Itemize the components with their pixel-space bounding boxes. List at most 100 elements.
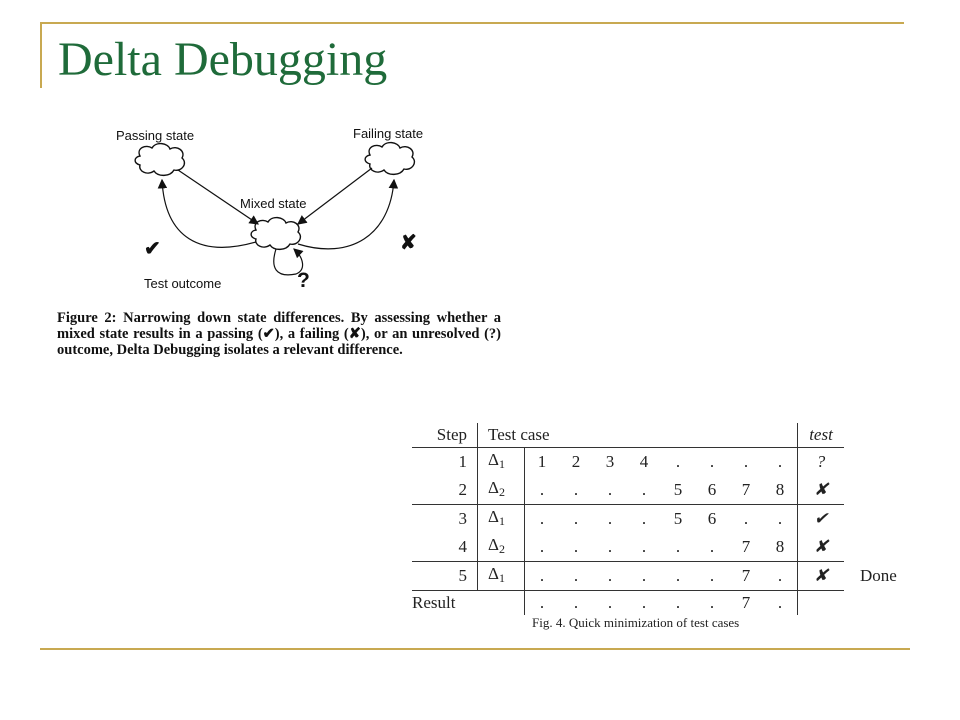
change-cell: .	[777, 509, 783, 528]
done-label	[844, 533, 920, 562]
delta-symbol: Δ	[488, 450, 499, 469]
failing-state-cloud	[364, 141, 416, 176]
result-cell: .	[709, 593, 715, 612]
arrow-mixed-to-passing	[157, 178, 257, 248]
change-cell: .	[743, 452, 749, 471]
result-cell: .	[539, 593, 545, 612]
figure-2-caption: Figure 2: Narrowing down state differenc…	[57, 310, 501, 358]
arrow-failing-to-mixed	[297, 167, 373, 225]
change-cell: .	[627, 533, 661, 562]
result-cell: .	[641, 593, 647, 612]
unresolved-question-icon: ?	[297, 269, 310, 292]
state-diagram: Passing state Failing state Mixed state …	[100, 118, 440, 303]
change-cell: .	[607, 509, 613, 528]
delta-cell: Δ1	[477, 504, 525, 533]
test-outcome-cell: ✔	[797, 504, 844, 533]
result-cell: .	[573, 593, 579, 612]
passing-state-label: Passing state	[116, 128, 195, 143]
change-cell: .	[524, 561, 559, 591]
delta-subscript: 1	[498, 457, 505, 471]
change-cell: .	[559, 561, 593, 591]
passing-state-cloud	[134, 142, 186, 177]
change-cell: .	[573, 509, 579, 528]
change-cell: .	[709, 452, 715, 471]
delta-symbol: Δ	[488, 478, 499, 497]
change-cell: .	[661, 533, 695, 562]
table-header-row: Step Test case test	[412, 423, 920, 448]
change-cell: .	[524, 533, 559, 562]
slide-title: Delta Debugging	[58, 33, 388, 86]
done-label: Done	[860, 566, 897, 585]
bottom-accent-rule	[40, 648, 910, 650]
minimization-table: Step Test case test 1 Δ1 1 2 3 4 . . . .…	[412, 423, 920, 615]
step-number: 1	[412, 447, 478, 476]
change-cell: .	[559, 476, 593, 505]
figure-4-caption: Fig. 4. Quick minimization of test cases	[532, 615, 740, 630]
change-cell: .	[627, 476, 661, 505]
test-outcome-cell: ?	[797, 447, 844, 476]
test-column-header: test	[797, 423, 844, 448]
result-cell: .	[607, 593, 613, 612]
pass-check-icon: ✔	[144, 238, 161, 260]
fail-cross-icon: ✘	[400, 232, 417, 254]
blank-cell	[844, 591, 920, 616]
delta-symbol: Δ	[488, 507, 499, 526]
arrow-mixed-self-loop	[273, 248, 304, 276]
result-row: Result . . . . . . 7 .	[412, 590, 920, 616]
arrow-passing-to-mixed	[177, 169, 259, 225]
change-cell: 6	[707, 509, 717, 528]
delta-cell: Δ1	[477, 561, 525, 591]
step-number: 4	[412, 533, 478, 562]
change-cell: .	[539, 509, 545, 528]
change-cell: .	[695, 561, 729, 591]
done-label	[844, 448, 920, 477]
change-cell: .	[695, 533, 729, 562]
step-number: 5	[412, 561, 478, 591]
change-cell: 7	[729, 561, 763, 591]
table-row: 2 Δ2 . . . . 5 6 7 8 ✘	[412, 476, 920, 505]
test-outcome-cell: ✘	[797, 561, 844, 591]
done-label	[844, 505, 920, 534]
change-cell: 5	[661, 476, 695, 505]
result-cell: .	[777, 593, 783, 612]
change-cell: 7	[729, 533, 763, 562]
change-cell: 2	[571, 452, 581, 471]
result-test-cell	[797, 590, 844, 615]
table-row: 5 Δ1 . . . . . . 7 . ✘ Done	[412, 561, 920, 591]
change-cell: .	[743, 509, 749, 528]
result-cell: 7	[741, 593, 751, 612]
test-outcome-cell: ✘	[797, 533, 844, 562]
done-label	[844, 476, 920, 505]
change-cell: 8	[763, 476, 798, 505]
change-cell: .	[661, 561, 695, 591]
delta-cell: Δ1	[477, 447, 525, 476]
result-cell: .	[675, 593, 681, 612]
change-cell: 3	[605, 452, 615, 471]
arrow-mixed-to-failing	[297, 178, 399, 250]
result-label: Result	[412, 590, 525, 615]
test-outcome-cell: ✘	[797, 476, 844, 505]
change-cell: .	[675, 452, 681, 471]
change-cell: 7	[729, 476, 763, 505]
change-cell: 6	[695, 476, 729, 505]
delta-subscript: 1	[498, 514, 505, 528]
change-cell: .	[777, 452, 783, 471]
change-cell: .	[763, 561, 798, 591]
step-number: 3	[412, 504, 478, 533]
change-cell: 8	[763, 533, 798, 562]
delta-subscript: 1	[498, 571, 505, 585]
table-row: 4 Δ2 . . . . . . 7 8 ✘	[412, 533, 920, 562]
delta-cell: Δ2	[477, 476, 525, 505]
delta-symbol: Δ	[488, 564, 499, 583]
delta-cell: Δ2	[477, 533, 525, 562]
delta-subscript: 2	[498, 485, 505, 499]
table-row: 3 Δ1 . . . . 5 6 . . ✔	[412, 504, 920, 534]
change-cell: .	[593, 533, 627, 562]
change-cell: 1	[537, 452, 547, 471]
test-case-column-header: Test case	[477, 423, 798, 448]
failing-state-label: Failing state	[353, 126, 424, 141]
delta-symbol: Δ	[488, 535, 499, 554]
change-cell: 5	[673, 509, 683, 528]
change-cell: 4	[639, 452, 649, 471]
change-cell: .	[524, 476, 559, 505]
